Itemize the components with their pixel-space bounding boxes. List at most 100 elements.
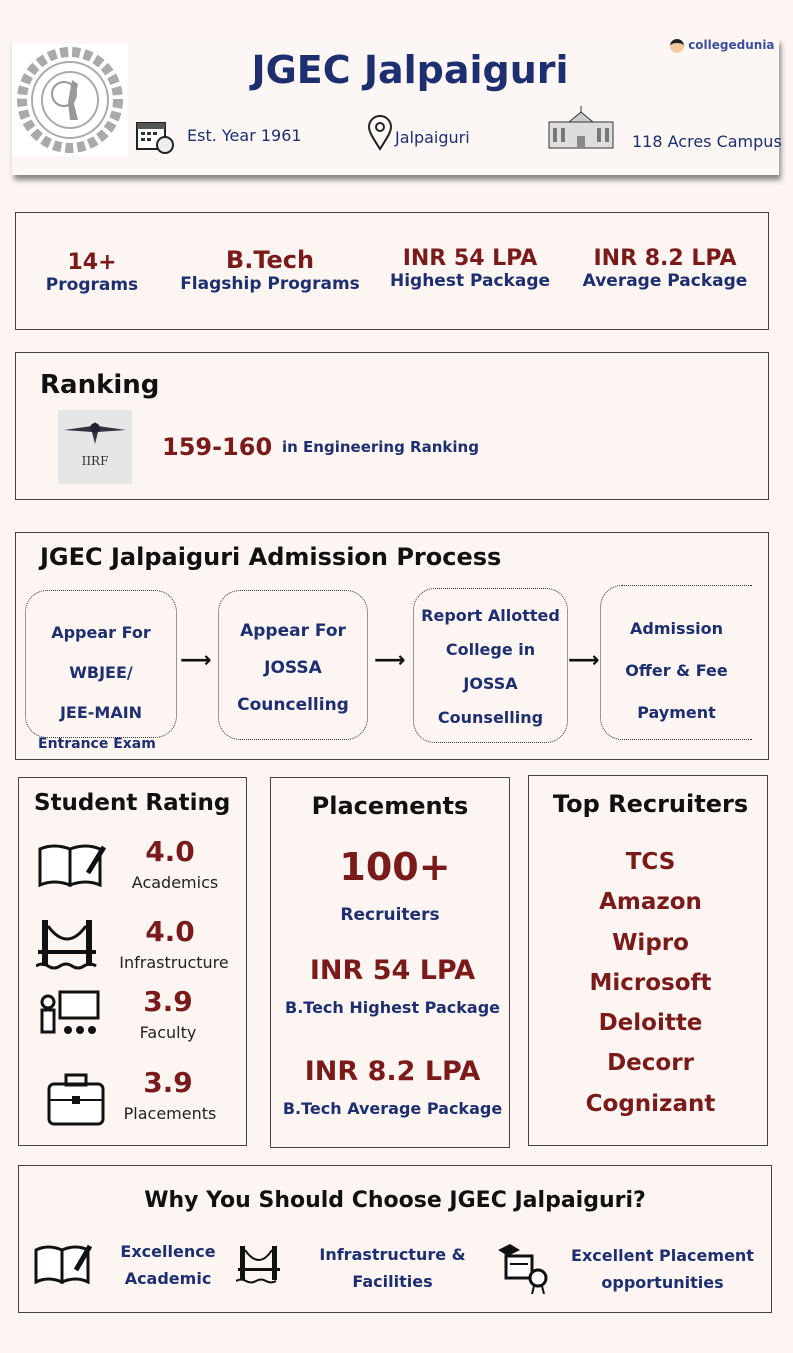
stat-label: Flagship Programs <box>180 274 360 294</box>
stat-value: INR 54 LPA <box>402 246 538 271</box>
recruiter-decorr: Decorr <box>607 1050 694 1077</box>
why-line: Excellence <box>120 1242 216 1261</box>
step-extra: Entrance Exam <box>38 736 156 752</box>
step-line: Report Allotted <box>421 606 560 625</box>
arrow-right-icon: ⟶ <box>374 648 406 673</box>
rating-label-placements: Placements <box>123 1104 217 1123</box>
placements-title: Placements <box>311 792 469 820</box>
step-line: Offer & Fee <box>625 661 728 680</box>
recruiter-amazon: Amazon <box>599 889 702 916</box>
placements-box <box>270 777 510 1148</box>
rank-label: in Engineering Ranking <box>282 438 479 456</box>
rating-label-faculty: Faculty <box>139 1023 197 1042</box>
header-card <box>12 38 779 175</box>
college-logo <box>12 44 128 156</box>
arrow-right-icon: ⟶ <box>568 648 600 673</box>
campus-size: 118 Acres Campus <box>632 132 782 151</box>
step-line: College in <box>445 640 536 659</box>
recruiters-label: Recruiters <box>340 905 440 925</box>
stat-value: 14+ <box>67 250 117 275</box>
established-year: Est. Year 1961 <box>187 126 302 145</box>
bridge-icon <box>35 918 98 974</box>
average-package: INR 8.2 LPA <box>304 1056 481 1087</box>
rank-value: 159-160 <box>162 433 273 461</box>
mascot-icon <box>670 38 684 53</box>
arrow-right-icon: ⟶ <box>180 648 212 673</box>
rating-value-placements: 3.9 <box>143 1066 193 1099</box>
eagle-icon <box>64 422 126 444</box>
step-line: Appear For <box>51 623 151 642</box>
ranking-box <box>15 352 769 500</box>
stat-value: B.Tech <box>225 246 315 274</box>
rating-value-academics: 4.0 <box>145 835 195 868</box>
step-line: Admission <box>630 619 723 638</box>
recruiters-title: Top Recruiters <box>552 790 749 818</box>
step-line: Appear For <box>240 621 346 641</box>
iirf-label: IIRF <box>81 454 109 468</box>
rating-label-infrastructure: Infrastructure <box>119 953 229 972</box>
rating-value-infrastructure: 4.0 <box>145 915 195 948</box>
why-title: Why You Should Choose JGEC Jalpaiguri? <box>144 1188 646 1213</box>
why-line: Infrastructure & <box>319 1245 466 1264</box>
rating-value-faculty: 3.9 <box>143 985 193 1018</box>
rating-title: Student Rating <box>34 790 231 816</box>
stat-label: Highest Package <box>389 271 551 291</box>
why-choose-box <box>18 1165 772 1313</box>
admission-title: JGEC Jalpaiguri Admission Process <box>40 543 502 571</box>
page-title: JGEC Jalpaiguri <box>251 48 569 92</box>
step-line: JEE-MAIN <box>59 703 143 722</box>
calendar-icon <box>135 118 175 158</box>
book-pen-icon <box>38 843 107 893</box>
location: Jalpaiguri <box>395 128 470 147</box>
brand-name: collegedunia <box>688 38 775 52</box>
recruiter-cognizant: Cognizant <box>585 1090 716 1117</box>
highest-package: INR 54 LPA <box>309 955 476 986</box>
step-line: JOSSA <box>264 658 322 678</box>
stat-value: INR 8.2 LPA <box>593 246 737 271</box>
step-line: Counselling <box>437 708 544 727</box>
why-line: opportunities <box>601 1273 724 1292</box>
briefcase-icon <box>46 1072 106 1132</box>
ranking-title: Ranking <box>40 370 160 400</box>
average-package-label: B.Tech Average Package <box>282 1099 503 1118</box>
certificate-icon <box>494 1240 556 1298</box>
step-line: WBJEE/ <box>69 663 133 682</box>
admission-box <box>15 532 769 760</box>
top-recruiters-box <box>528 775 768 1146</box>
recruiters-count: 100+ <box>339 845 451 889</box>
step-line: Councelling <box>237 695 349 715</box>
stats-box <box>15 212 769 330</box>
stat-label: Average Package <box>582 271 748 291</box>
recruiter-wipro: Wipro <box>612 929 689 956</box>
bridge-icon <box>235 1244 282 1288</box>
recruiter-tcs: TCS <box>625 849 676 875</box>
step-line: Payment <box>637 703 716 722</box>
why-line: Excellent Placement <box>571 1246 754 1265</box>
why-placement: Excellent Placement opportunities <box>565 1242 760 1296</box>
book-pen-icon <box>34 1244 93 1288</box>
stat-programs: 14+Programs <box>32 250 152 295</box>
teacher-icon <box>38 990 100 1046</box>
why-infrastructure: Infrastructure & Facilities <box>310 1241 475 1295</box>
location-pin-icon <box>367 115 393 155</box>
stat-label: Programs <box>45 275 139 295</box>
recruiters-list: TCS Amazon Wipro Microsoft Deloitte Deco… <box>528 842 773 1124</box>
collegedunia-brand: collegedunia <box>670 38 775 53</box>
why-line: Academic <box>124 1269 212 1288</box>
iirf-badge: IIRF <box>58 410 132 484</box>
recruiter-microsoft: Microsoft <box>589 969 712 996</box>
recruiter-deloitte: Deloitte <box>598 1010 703 1037</box>
why-line: Facilities <box>352 1272 433 1291</box>
step-line: JOSSA <box>463 674 518 693</box>
building-icon <box>545 106 617 154</box>
rating-label-academics: Academics <box>131 873 219 892</box>
highest-package-label: B.Tech Highest Package <box>285 998 500 1017</box>
